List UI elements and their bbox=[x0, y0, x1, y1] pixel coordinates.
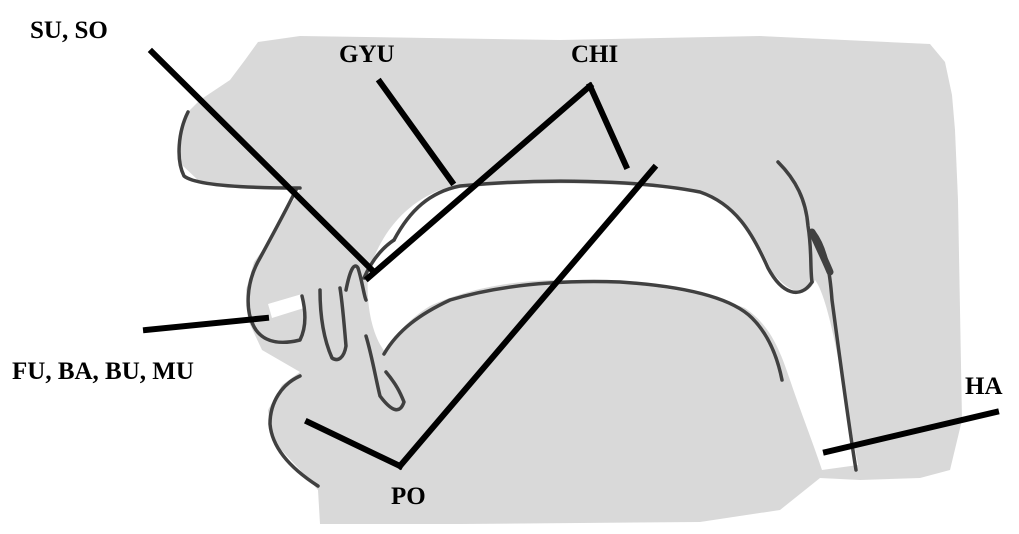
label-fu-ba-bu-mu: FU, BA, BU, MU bbox=[12, 358, 194, 385]
pointer-fu-ba-bu-mu bbox=[146, 318, 266, 330]
label-gyu: GYU bbox=[339, 41, 395, 68]
label-chi: CHI bbox=[571, 41, 618, 68]
label-su-so: SU, SO bbox=[30, 17, 108, 44]
label-ha: HA bbox=[965, 373, 1003, 400]
label-po: PO bbox=[391, 483, 426, 510]
